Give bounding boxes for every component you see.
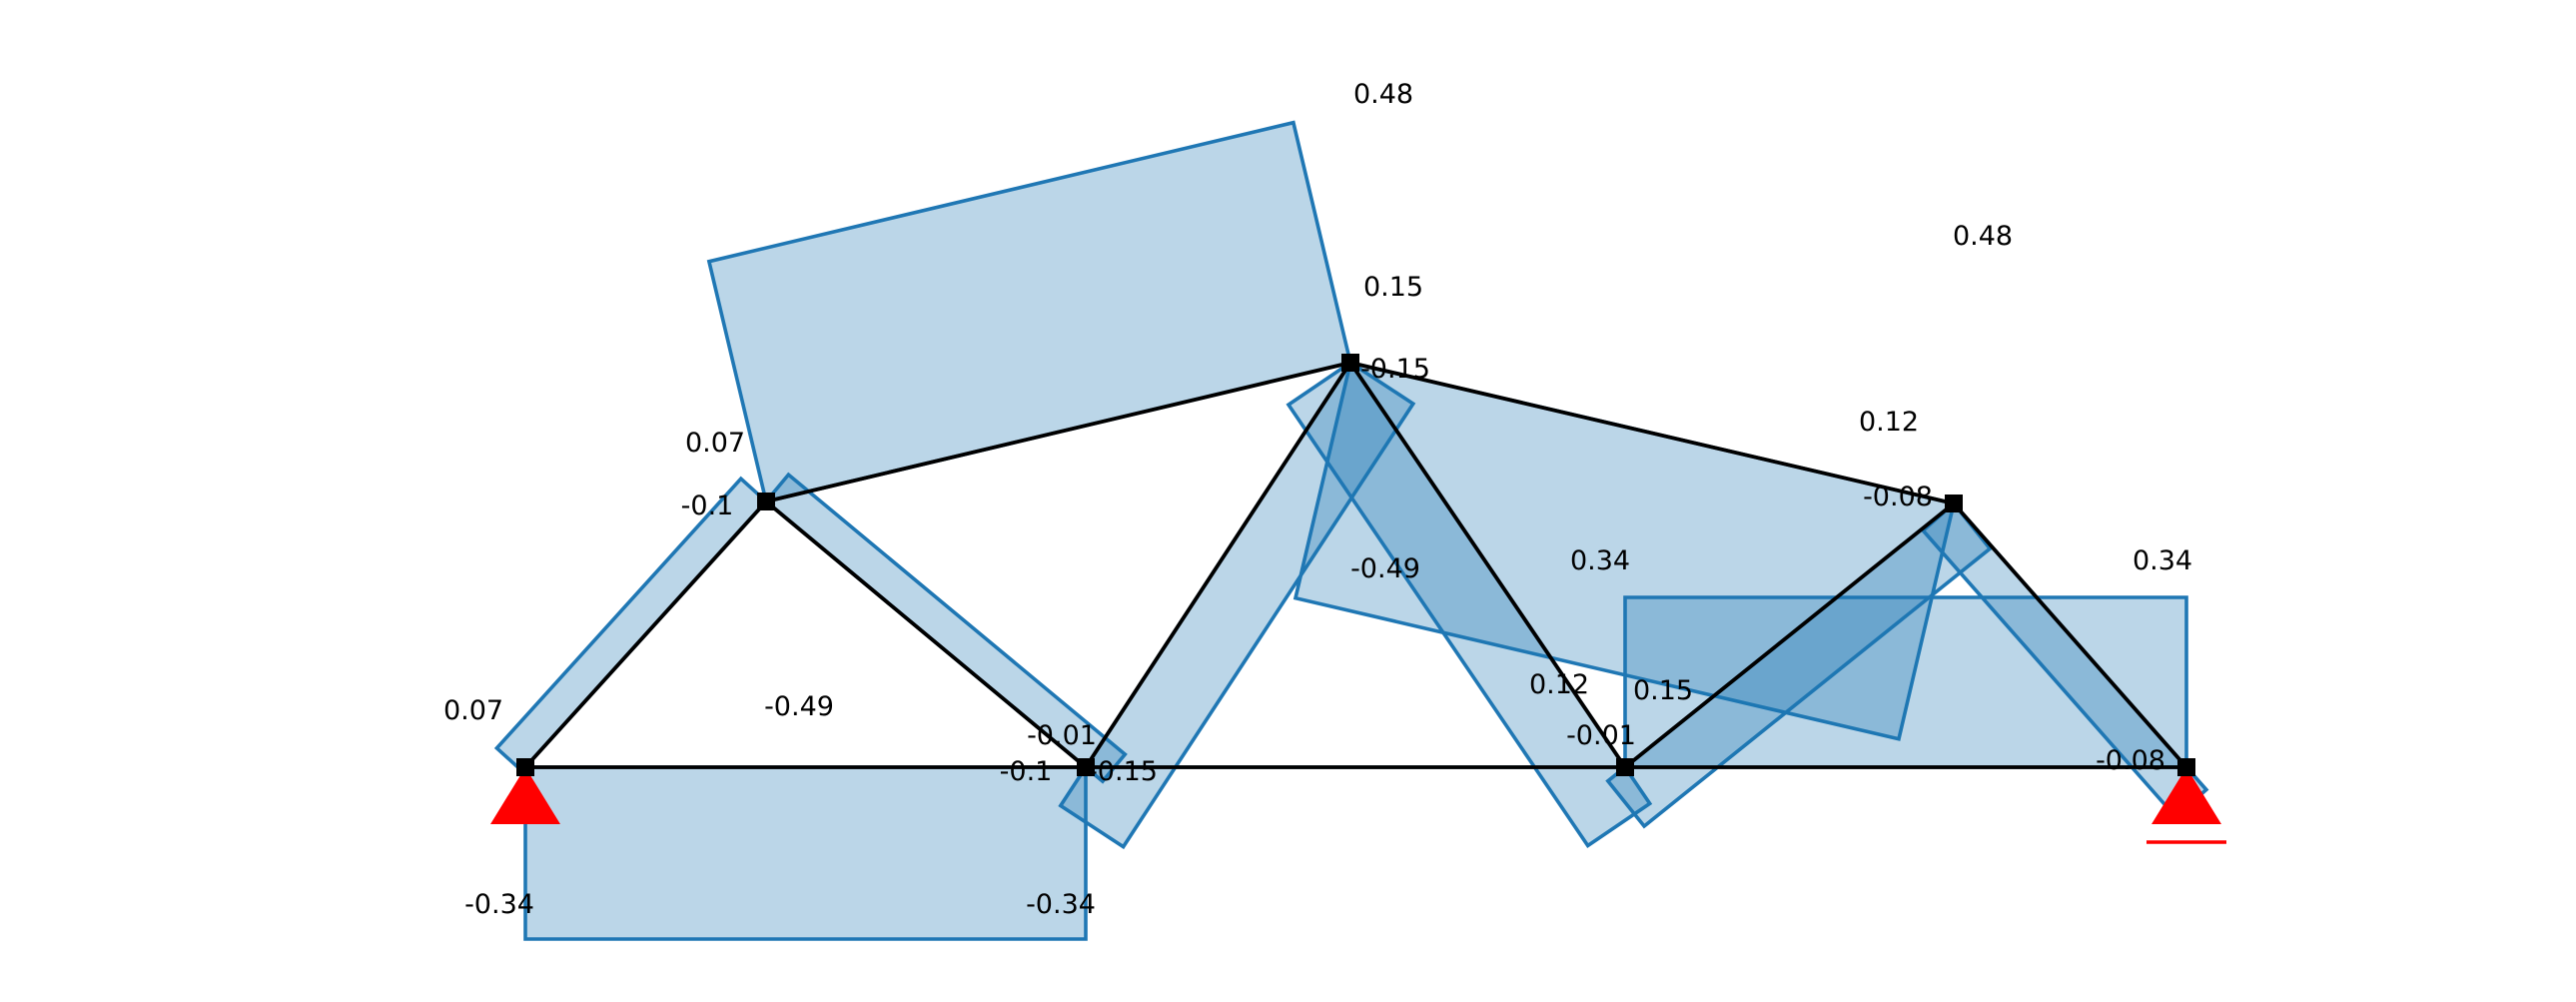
member-left-end-diagonal [523,500,768,769]
node-n7 [2177,758,2195,776]
force-label-diagonal-n4-n5-end: 0.15 [1633,675,1693,706]
force-label-diagonal-n5-n6-end: 0.12 [1859,407,1919,438]
force-label-bottom-right-end: 0.34 [2133,545,2192,576]
member-right-end-diagonal [1952,501,2188,769]
truss-nodes [516,354,2195,776]
member-diagonal-n3-n4 [1084,361,1352,769]
force-value-labels: -0.34 -0.34 0.07 0.07 -0.1 -0.1 -0.49 -0.49 -0.1… [443,79,2192,920]
node-n6 [1945,495,1963,512]
force-label-top-right-start: 0.48 [1353,79,1413,110]
truss-members [523,361,2188,769]
member-diagonal-n5-n6 [1623,501,1956,769]
force-label-left-end-diagonal-end: 0.07 [685,428,745,459]
force-label-bottom-left-end: -0.34 [1026,889,1096,920]
force-band-bottom-left [523,765,1088,941]
force-label-bottom-right-start: 0.34 [1570,545,1630,576]
force-band-left-end-diagonal [493,476,769,774]
member-top-left [764,361,1352,503]
node-n2 [757,493,775,510]
force-label-right-end-diagonal-end: -0.08 [2096,745,2165,776]
force-label-bottom-middle-start: -0.01 [1027,720,1097,751]
force-label-diagonal-n3-n4-end: -0.15 [1360,354,1430,385]
node-n3 [1077,758,1095,776]
force-bands [493,120,2209,941]
roller-support-n7 [2151,767,2221,824]
force-label-diagonal-n2-n3-end: -0.1 [1000,756,1053,787]
force-label-diagonal-n3-n4-start: -0.15 [1088,756,1158,787]
pinned-support-n1 [490,767,560,824]
force-label-bottom-left-start: -0.34 [464,889,534,920]
force-label-right-end-diagonal-start: -0.08 [1863,482,1933,512]
node-n1 [516,758,534,776]
supports [490,767,2226,844]
node-n4 [1341,354,1359,372]
member-diagonal-n4-n5 [1348,361,1627,769]
member-top-right [1348,361,1956,505]
force-label-left-end-diagonal-start: 0.07 [443,695,503,726]
force-label-top-left-end: -0.49 [1350,553,1420,584]
force-label-bottom-middle-end: -0.01 [1566,720,1636,751]
member-diagonal-n2-n3 [764,500,1088,769]
force-label-diagonal-n5-n6-start: 0.12 [1529,669,1589,700]
node-n5 [1616,758,1634,776]
force-label-diagonal-n2-n3-start: -0.1 [681,491,734,521]
force-label-diagonal-n4-n5-start: 0.15 [1363,272,1423,303]
force-label-top-right-end: 0.48 [1953,221,2013,252]
force-band-top-left [706,120,1353,504]
force-label-top-left-start: -0.49 [764,691,834,722]
